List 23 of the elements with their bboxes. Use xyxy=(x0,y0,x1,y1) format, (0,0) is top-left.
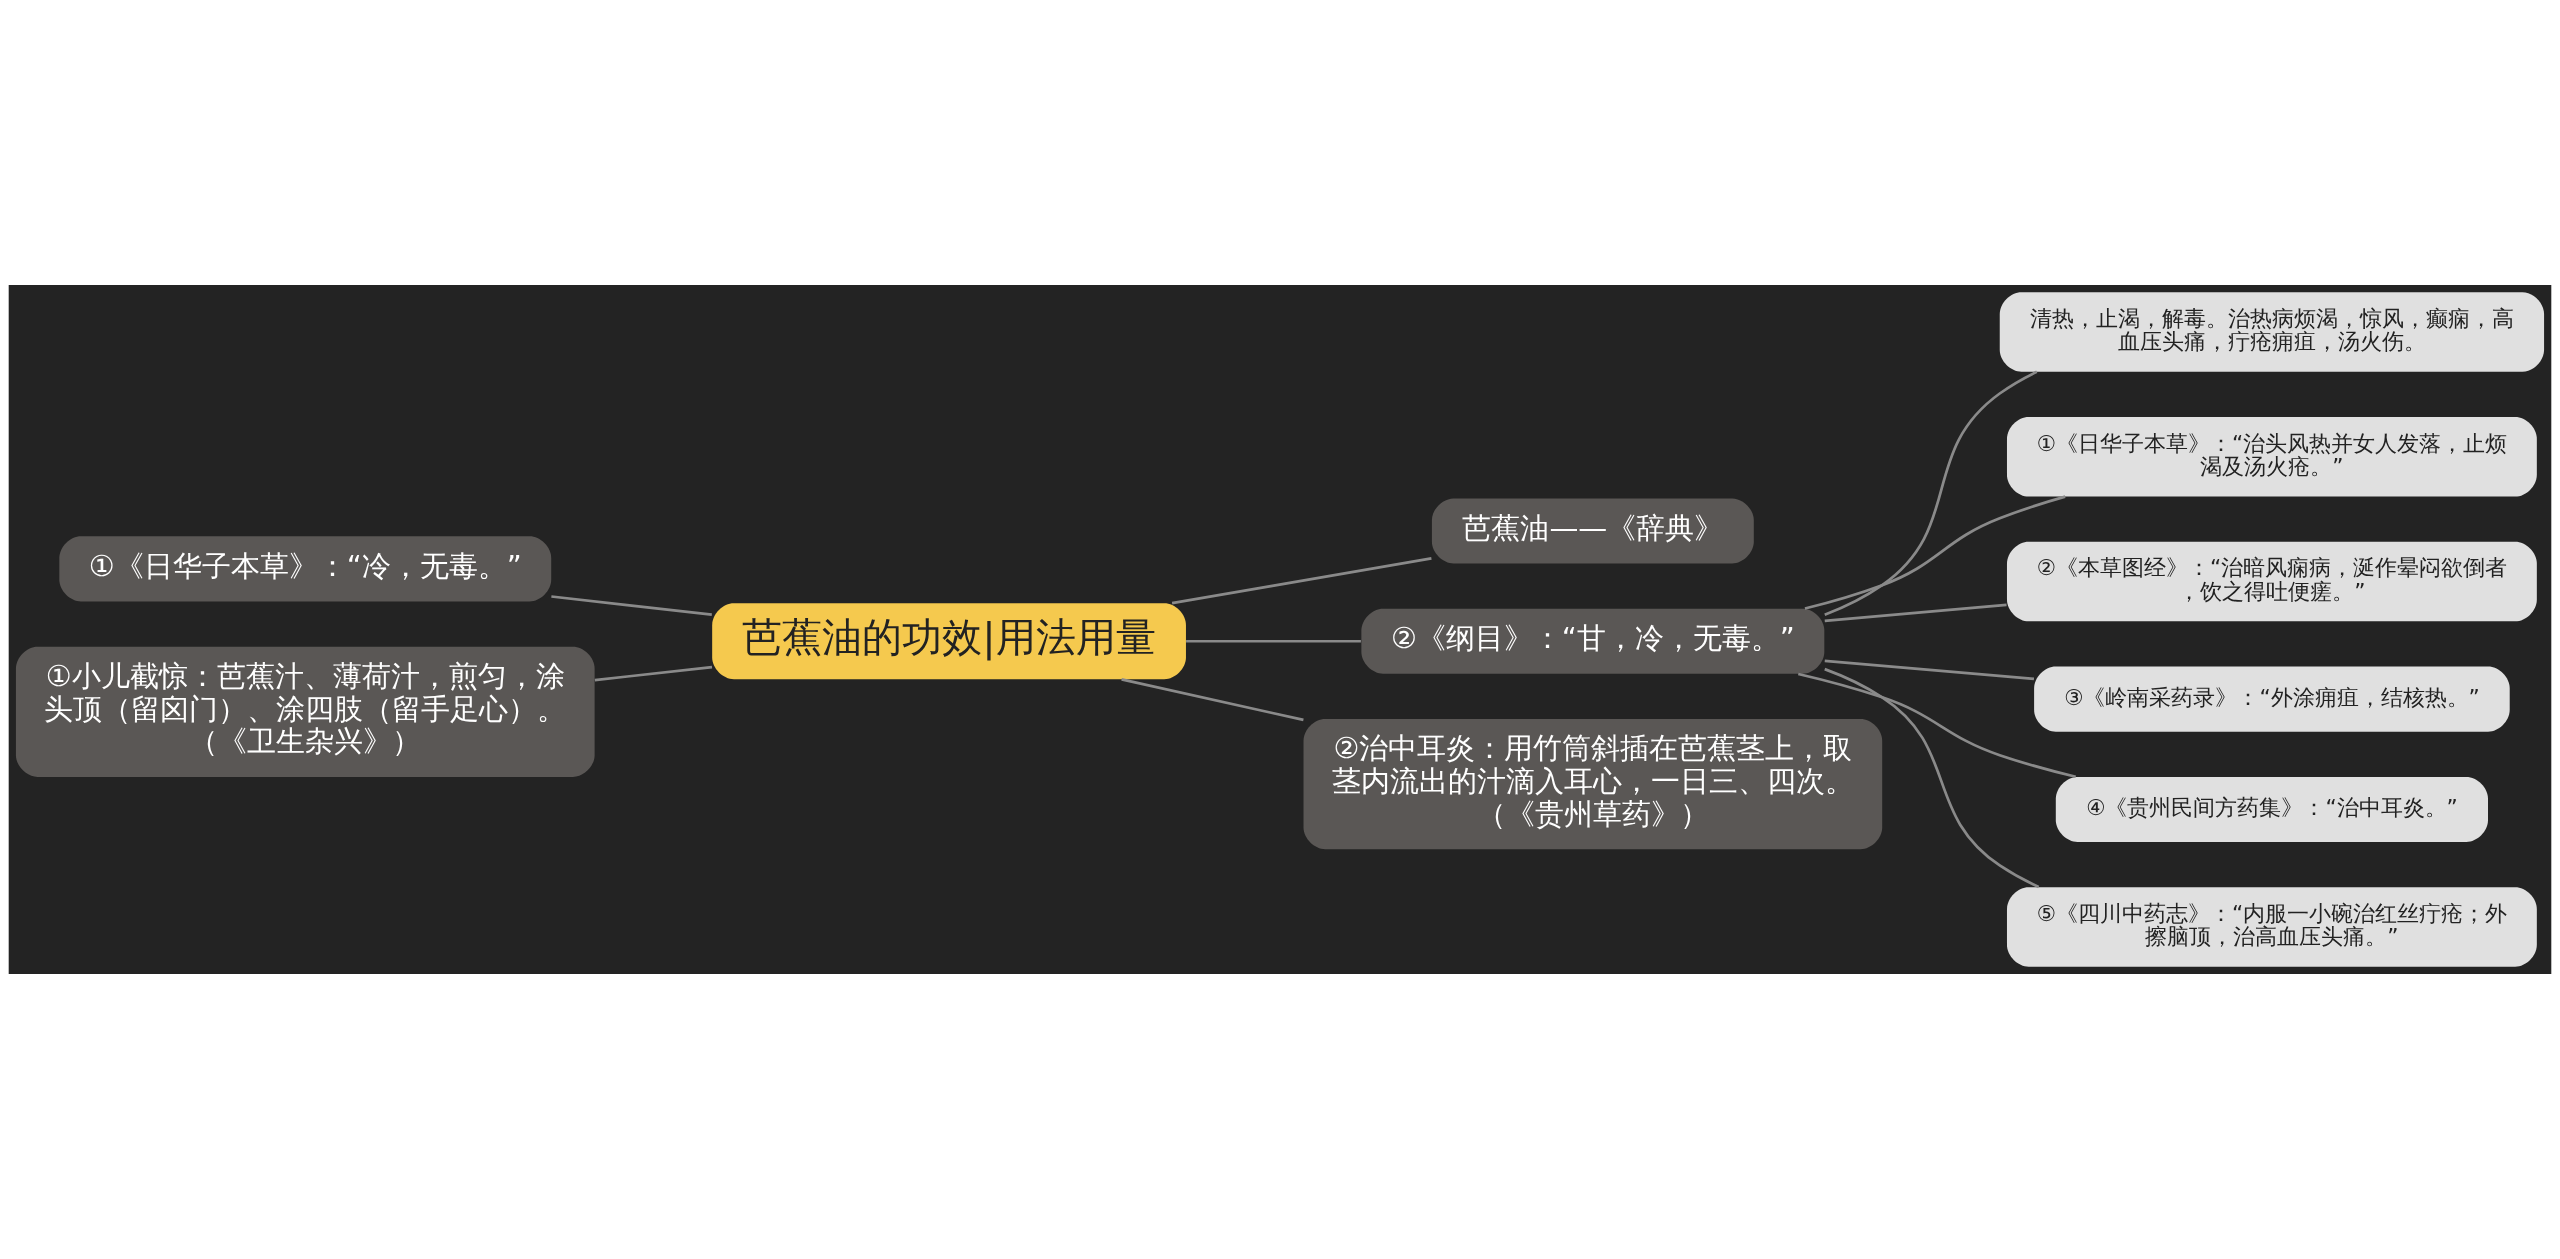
node-box: ①小儿截惊：芭蕉汁、薄荷汁，煎匀，涂头顶（留囟门）、涂四肢（留手足心）。（《卫生杂兴》） xyxy=(15,646,595,777)
node-box: ①《日华子本草》：“治头风热并女人发落，止烦渴及汤火疮。” xyxy=(2007,417,2537,497)
node-box: 清热，止渴，解毒。治热病烦渴，惊风，癫痫，高血压头痛，疔疮痈疽，汤火伤。 xyxy=(1999,292,2545,372)
connector xyxy=(1171,557,1432,605)
connector xyxy=(1824,659,2035,681)
connector xyxy=(1121,678,1304,722)
node-box: ②《本草图经》：“治暗风痫病，涎作晕闷欲倒者，饮之得吐便瘥。” xyxy=(2007,541,2537,622)
node-box: ④《贵州民间方药集》：“治中耳炎。” xyxy=(2055,776,2488,842)
node-box: ⑤《四川中药志》：“内服一小碗治红丝疔疮；外擦脑顶，治高血压头痛。” xyxy=(2007,887,2537,967)
connector xyxy=(1824,667,2040,889)
node-box: ①《日华子本草》：“冷，无毒。” xyxy=(59,536,552,602)
connector xyxy=(1798,672,2077,779)
connector xyxy=(1824,603,2007,623)
node-box: 芭蕉油的功效|用法用量 xyxy=(712,603,1186,680)
node-box: ②治中耳炎：用竹筒斜插在芭蕉茎上，取茎内流出的汁滴入耳心，一日三、四次。（《贵州草药》） xyxy=(1303,719,1883,850)
node-box: ②《纲目》：“甘，冷，无毒。” xyxy=(1361,608,1825,674)
node-box: ③《岭南采药录》：“外涂痈疽，结核热。” xyxy=(2034,666,2510,732)
connector xyxy=(1186,639,1361,643)
connector xyxy=(594,665,713,682)
connector xyxy=(1824,370,2038,617)
connector xyxy=(1804,495,2066,610)
connector xyxy=(551,595,712,616)
node-box: 芭蕉油——《辞典》 xyxy=(1431,498,1754,564)
